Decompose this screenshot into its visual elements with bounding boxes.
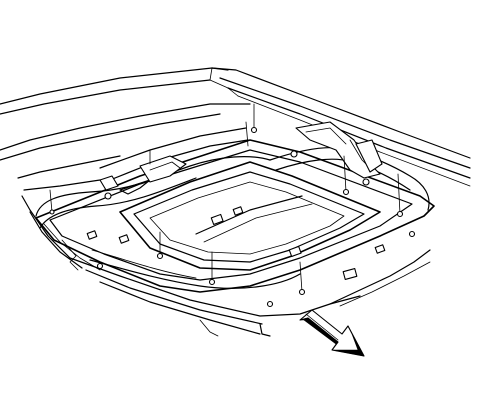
roof-rail: [0, 67, 471, 187]
sunroof-outer-frame: [35, 139, 435, 293]
rear-right-bracket: [295, 121, 383, 179]
mounting-fasteners: [49, 103, 404, 296]
rear-crossbar: [99, 127, 249, 195]
frame-clips: [86, 150, 416, 308]
front-direction-arrow-icon: [299, 309, 365, 357]
front-header: [69, 249, 431, 337]
sunroof-glass-opening: [119, 161, 381, 271]
left-side-panel: [0, 103, 251, 271]
